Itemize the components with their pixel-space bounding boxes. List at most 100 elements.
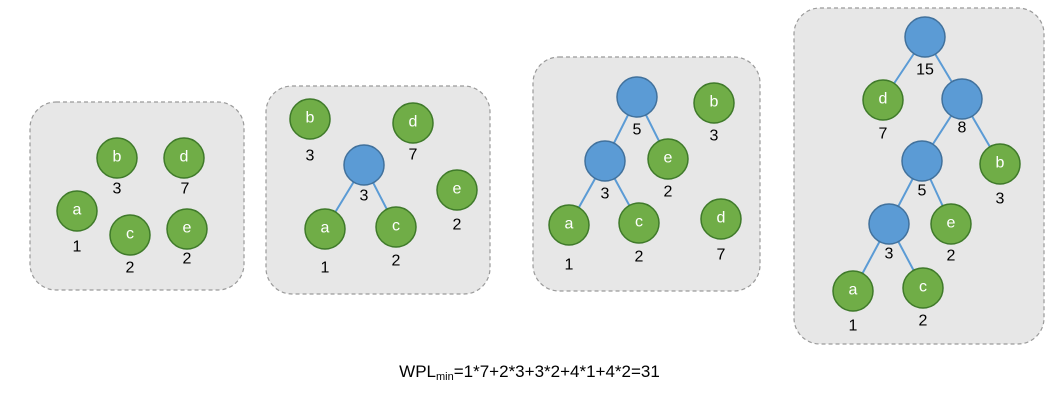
- leaf-node-e: e2: [166, 208, 208, 268]
- leaf-node-d: d7: [163, 137, 205, 198]
- wpl-formula-subscript: min: [436, 371, 454, 383]
- node-label: c: [126, 226, 134, 243]
- node-weight-label: 2: [183, 251, 192, 268]
- leaf-node-circle: [375, 206, 417, 248]
- leaf-node-circle: [832, 270, 874, 312]
- internal-node: 3: [584, 140, 626, 203]
- node-weight-label: 2: [453, 217, 462, 234]
- wpl-formula-prefix: WPL: [399, 362, 436, 381]
- node-label: e: [947, 215, 956, 232]
- node-weight-label: 5: [918, 183, 927, 200]
- node-weight-label: 3: [996, 191, 1005, 208]
- leaf-node-circle: [862, 79, 904, 121]
- node-label: d: [879, 91, 888, 108]
- node-label: e: [664, 150, 673, 167]
- internal-node: 8: [941, 78, 983, 137]
- leaf-node-circle: [902, 267, 944, 309]
- leaf-node-circle: [647, 138, 689, 180]
- node-weight-label: 2: [635, 249, 644, 266]
- node-weight-label: 5: [633, 122, 642, 139]
- wpl-formula-expression: =1*7+2*3+3*2+4*1+4*2=31: [453, 362, 660, 381]
- internal-node-circle: [616, 76, 658, 118]
- leaf-node-c: c2: [109, 214, 151, 277]
- panel-step1-box: [29, 101, 245, 291]
- leaf-node-a: a1: [548, 204, 590, 274]
- leaf-node-d: d7: [862, 79, 904, 143]
- leaf-node-b: b3: [693, 82, 735, 145]
- leaf-node-circle: [166, 208, 208, 250]
- node-label: c: [919, 279, 927, 296]
- node-label: c: [392, 218, 400, 235]
- node-weight-label: 7: [879, 126, 888, 143]
- leaf-node-a: a1: [56, 190, 98, 256]
- node-label: e: [183, 220, 192, 237]
- node-weight-label: 3: [360, 188, 369, 205]
- node-label: b: [113, 149, 122, 166]
- node-weight-label: 2: [664, 184, 673, 201]
- node-weight-label: 3: [113, 181, 122, 198]
- leaf-node-b: b3: [96, 137, 138, 198]
- node-weight-label: 2: [919, 313, 928, 330]
- node-weight-label: 8: [958, 120, 967, 137]
- leaf-node-d: d7: [700, 198, 742, 264]
- internal-node-circle: [868, 203, 910, 245]
- leaf-node-a: a1: [304, 208, 346, 277]
- internal-node-circle: [343, 144, 385, 186]
- node-weight-label: 3: [306, 148, 315, 165]
- leaf-node-circle: [693, 82, 735, 124]
- node-weight-label: 7: [717, 247, 726, 264]
- leaf-node-circle: [979, 143, 1021, 185]
- wpl-formula: WPLmin=1*7+2*3+3*2+4*1+4*2=31: [0, 362, 1059, 383]
- node-label: a: [321, 220, 330, 237]
- leaf-node-c: c2: [902, 267, 944, 330]
- leaf-node-circle: [109, 214, 151, 256]
- leaf-node-e: e2: [436, 169, 478, 234]
- node-label: d: [717, 210, 726, 227]
- node-weight-label: 3: [601, 186, 610, 203]
- leaf-node-circle: [436, 169, 478, 211]
- leaf-node-d: d7: [392, 102, 434, 164]
- internal-node-circle: [941, 78, 983, 120]
- node-weight-label: 15: [916, 62, 934, 79]
- leaf-node-c: c2: [618, 202, 660, 266]
- node-label: a: [849, 282, 858, 299]
- internal-node-circle: [904, 16, 946, 58]
- node-label: e: [453, 181, 462, 198]
- node-label: d: [409, 114, 418, 131]
- leaf-node-circle: [56, 190, 98, 232]
- node-weight-label: 2: [392, 253, 401, 270]
- internal-node-circle: [584, 140, 626, 182]
- internal-node: 5: [616, 76, 658, 139]
- internal-node-circle: [901, 140, 943, 182]
- node-weight-label: 1: [849, 318, 858, 335]
- internal-node: 3: [343, 144, 385, 205]
- leaf-node-circle: [392, 102, 434, 144]
- node-weight-label: 1: [73, 239, 82, 256]
- node-weight-label: 7: [409, 147, 418, 164]
- leaf-node-c: c2: [375, 206, 417, 270]
- leaf-node-b: b3: [979, 143, 1021, 208]
- leaf-node-circle: [618, 202, 660, 244]
- internal-node: 5: [901, 140, 943, 200]
- node-weight-label: 3: [885, 246, 894, 263]
- internal-node: 3: [868, 203, 910, 263]
- node-weight-label: 3: [710, 128, 719, 145]
- node-weight-label: 7: [181, 181, 190, 198]
- leaf-node-circle: [289, 98, 331, 140]
- leaf-node-e: e2: [647, 138, 689, 201]
- node-label: b: [996, 155, 1005, 172]
- leaf-node-circle: [96, 137, 138, 179]
- node-label: b: [710, 94, 719, 111]
- node-label: b: [306, 110, 315, 127]
- node-weight-label: 2: [126, 260, 135, 277]
- leaf-node-circle: [700, 198, 742, 240]
- node-label: a: [565, 216, 574, 233]
